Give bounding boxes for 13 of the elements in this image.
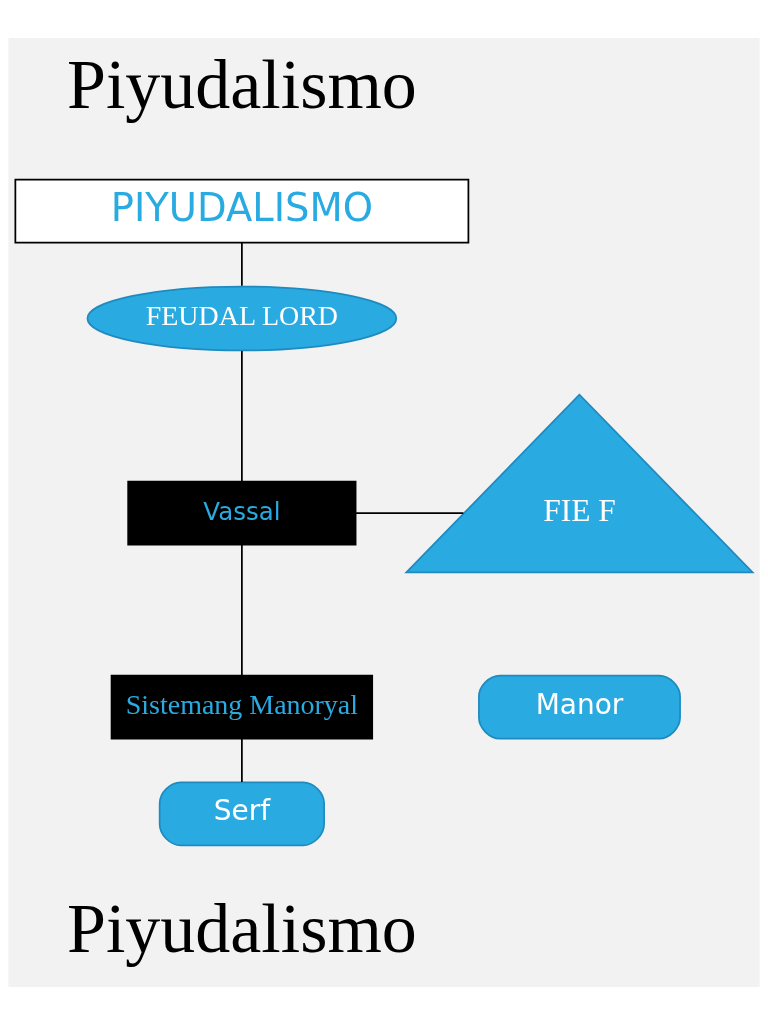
connector <box>241 543 243 676</box>
node-box: Sistemang Manoryal <box>110 674 374 739</box>
node-box: Vassal <box>127 480 357 546</box>
connector <box>241 349 243 482</box>
connector <box>355 511 465 514</box>
connector <box>241 241 243 287</box>
node-box: PIYUDALISMO <box>14 178 470 244</box>
node-ellipse: FEUDAL LORD <box>86 285 398 351</box>
node-box: Manor <box>478 674 681 739</box>
node-box: Serf <box>158 780 325 846</box>
label: Piyudalismo <box>66 45 417 123</box>
connector <box>241 737 243 783</box>
label: Piyudalismo <box>66 889 417 967</box>
